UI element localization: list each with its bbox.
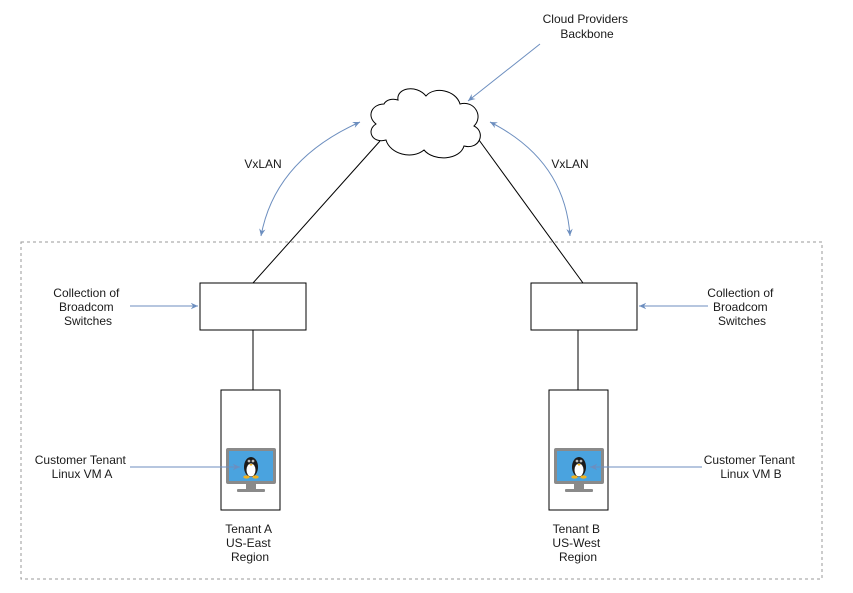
vxlan-left-label: VxLAN	[244, 157, 281, 171]
vm-right-label: Customer Tenant Linux VM B	[704, 453, 799, 481]
switches-left-label: Collection of Broadcom Switches	[53, 286, 122, 328]
arrow-vxlan-left	[259, 121, 361, 237]
vm-left-label: Customer Tenant Linux VM A	[35, 453, 130, 481]
arrow-vxlan-right	[489, 121, 573, 237]
tenant-b-label: Tenant B US-West Region	[552, 522, 603, 564]
switch-box-left	[199, 282, 307, 331]
region-boundary	[20, 241, 823, 580]
cloud-icon	[370, 88, 481, 159]
vxlan-right-label: VxLAN	[551, 157, 588, 171]
switches-right-label: Collection of Broadcom Switches	[707, 286, 776, 328]
tenant-a-label: Tenant A US-East Region	[225, 522, 274, 564]
arrow-backbone	[467, 43, 541, 102]
backbone-label: Cloud Providers Backbone	[543, 12, 632, 41]
switch-box-right	[530, 282, 638, 331]
